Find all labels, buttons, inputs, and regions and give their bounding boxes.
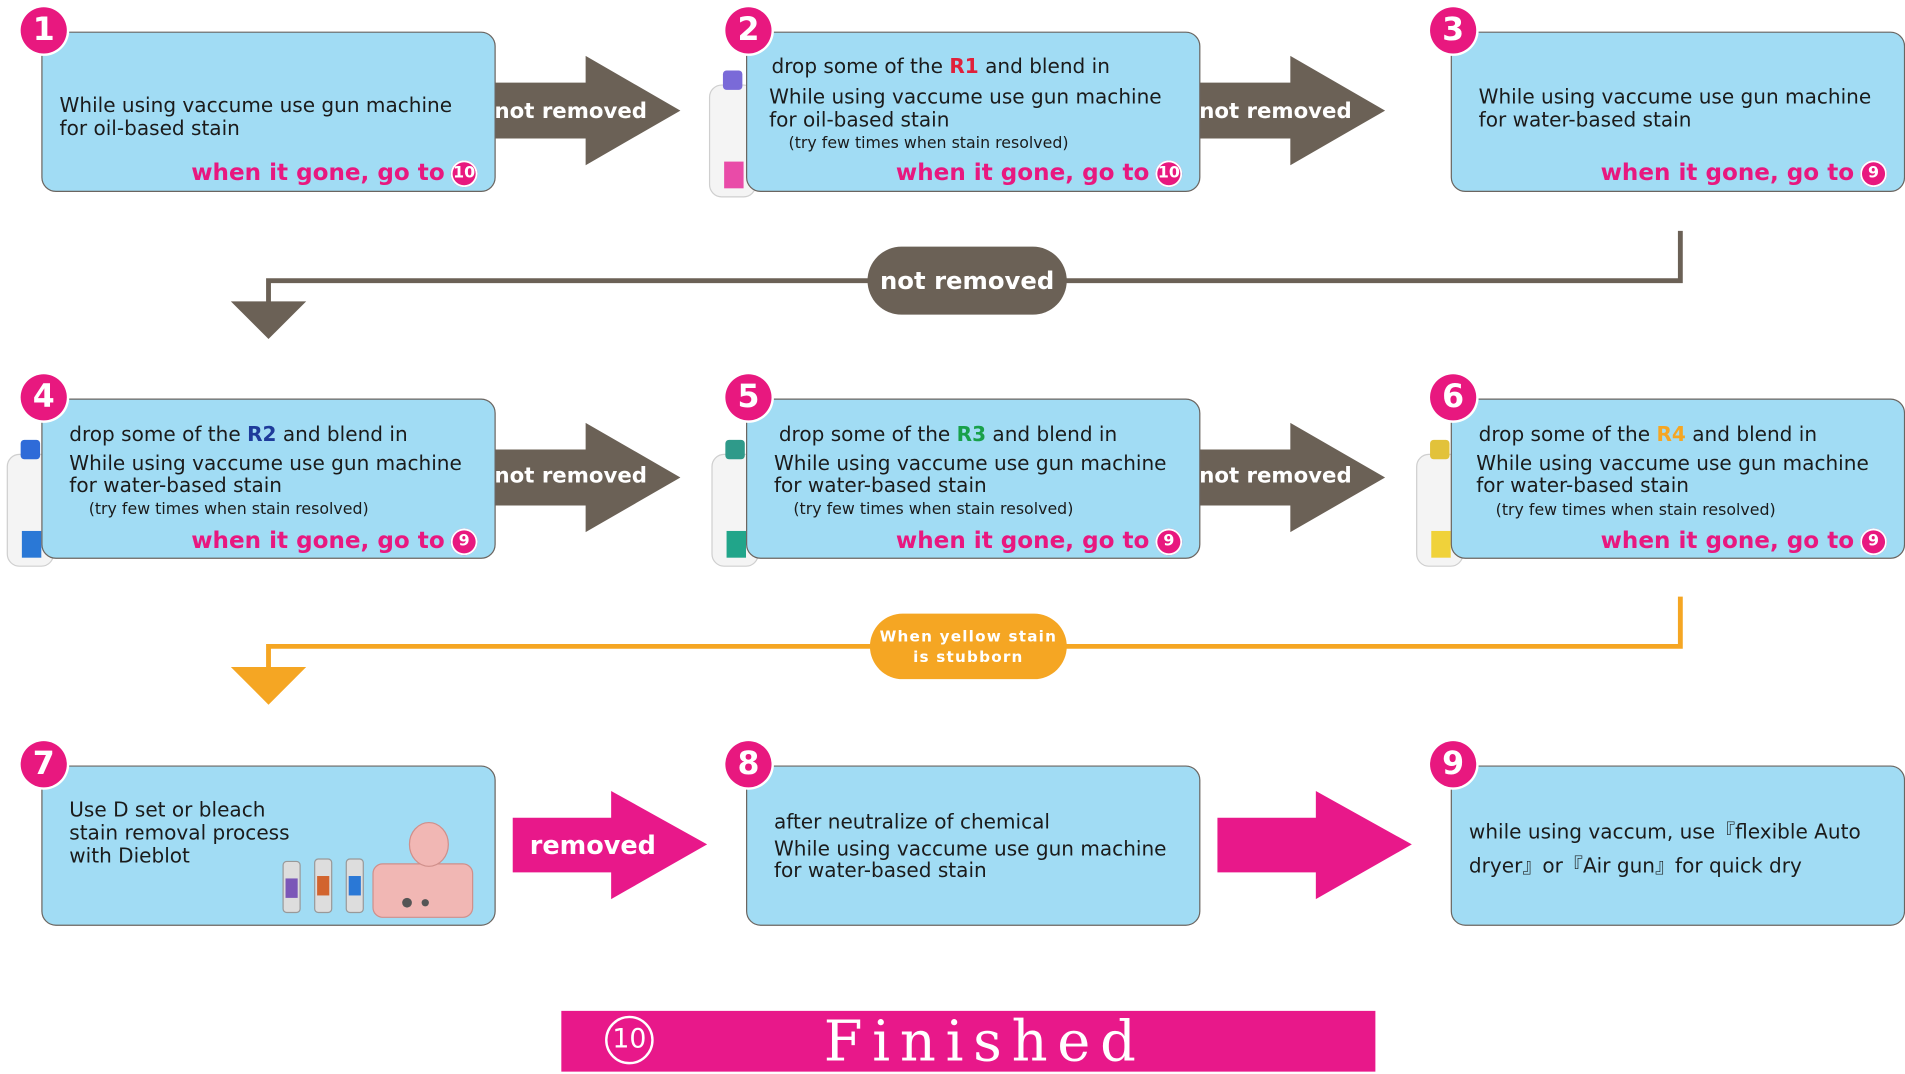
finished-label: Finished (823, 1008, 1146, 1074)
step-9-line2: dryer』or『Air gun』for quick dry (1468, 854, 1802, 878)
step-8-line3: for water-based stain (773, 859, 987, 883)
step-2-box: drop some of the R1 and blend in While u… (746, 31, 1201, 192)
goto-10-badge: 10 (1155, 159, 1183, 187)
step-5-badge: 5 (725, 374, 772, 421)
step-1-badge: 1 (20, 7, 67, 54)
step-6-badge: 6 (1430, 374, 1477, 421)
arrow-4-5 (488, 422, 681, 533)
arrow-1-2 (488, 55, 681, 166)
step-2-drop: drop some of the R1 and blend in (771, 54, 1110, 78)
step-3-line2: for water-based stain (1478, 108, 1692, 132)
step-4-drop: drop some of the R2 and blend in (69, 422, 408, 446)
yellow-stain-pill: When yellow stain is stubborn (869, 613, 1067, 680)
step-1-line1: While using vaccume use gun machine (59, 93, 453, 117)
finished-number-badge: 10 (605, 1015, 654, 1065)
arrow-label-5-6: not removed (1199, 464, 1352, 489)
step-3-box: While using vaccume use gun machine for … (1450, 31, 1905, 192)
step-6-box: drop some of the R4 and blend in While u… (1450, 398, 1905, 559)
step-7-line1: Use D set or bleach (69, 798, 266, 822)
step-3-line1: While using vaccume use gun machine (1478, 85, 1872, 109)
goto-9-badge: 9 (1860, 159, 1887, 187)
step-7-box: Use D set or bleach stain removal proces… (41, 765, 496, 926)
goto-10-badge: 10 (450, 159, 478, 187)
step-4-badge: 4 (20, 374, 67, 421)
step-9-line1: while using vaccum, use『flexible Auto (1468, 820, 1861, 844)
step-4-box: drop some of the R2 and blend in While u… (41, 398, 496, 559)
arrow-5-6 (1193, 422, 1386, 533)
step-2-note: (try few times when stain resolved) (788, 134, 1069, 154)
step-5-drop: drop some of the R3 and blend in (778, 422, 1118, 446)
step-9-box: while using vaccum, use『flexible Auto dr… (1450, 765, 1905, 926)
step-2-line1: While using vaccume use gun machine (769, 85, 1162, 109)
step-5-line2: for water-based stain (773, 473, 987, 497)
step-7-line2: stain removal process (69, 821, 290, 845)
goto-9-badge: 9 (1860, 527, 1887, 555)
step-2-badge: 2 (725, 7, 772, 54)
step-6-line2: for water-based stain (1476, 473, 1690, 497)
step-1-line2: for oil-based stain (59, 116, 240, 140)
step-2-line2: for oil-based stain (769, 108, 950, 132)
arrow-7-8 (512, 790, 708, 900)
return-arrowhead-orange (230, 667, 307, 705)
not-removed-pill: not removed (867, 246, 1067, 315)
step-4-line2: for water-based stain (69, 473, 283, 497)
step-1-box: While using vaccume use gun machine for … (41, 31, 496, 192)
step-5-line1: While using vaccume use gun machine (773, 451, 1167, 476)
return-arrowhead-brown (230, 301, 307, 339)
finished-bar: 10 Finished (561, 1008, 1376, 1074)
step-6-note: (try few times when stain resolved) (1495, 501, 1776, 521)
arrow-label-7-8: removed (529, 831, 656, 861)
goto-9-badge: 9 (450, 527, 478, 555)
arrow-label-1-2: not removed (494, 99, 647, 124)
arrow-2-3 (1193, 55, 1386, 166)
step-5-note: (try few times when stain resolved) (793, 500, 1074, 519)
step-8-line1: after neutralize of chemical (773, 810, 1051, 834)
step-3-badge: 3 (1430, 7, 1477, 54)
step-7-line3: with Dieblot (69, 844, 190, 868)
step-4-line1: While using vaccume use gun machine (69, 451, 462, 476)
step-8-box: after neutralize of chemical While using… (746, 765, 1201, 926)
step-9-badge: 9 (1430, 741, 1477, 788)
arrow-label-2-3: not removed (1199, 99, 1352, 124)
step-7-badge: 7 (20, 741, 67, 788)
step-8-line2: While using vaccume use gun machine (773, 837, 1167, 861)
step-6-drop: drop some of the R4 and blend in (1478, 422, 1818, 446)
step-6-line1: While using vaccume use gun machine (1476, 451, 1869, 476)
arrow-8-9 (1217, 790, 1412, 900)
arrow-label-4-5: not removed (494, 464, 647, 489)
dieblot-product-image (282, 821, 474, 918)
bottle-r1 (708, 70, 757, 198)
step-5-box: drop some of the R3 and blend in While u… (746, 398, 1201, 559)
step-8-badge: 8 (725, 741, 772, 788)
goto-9-badge: 9 (1155, 527, 1183, 555)
step-4-note: (try few times when stain resolved) (88, 500, 369, 519)
